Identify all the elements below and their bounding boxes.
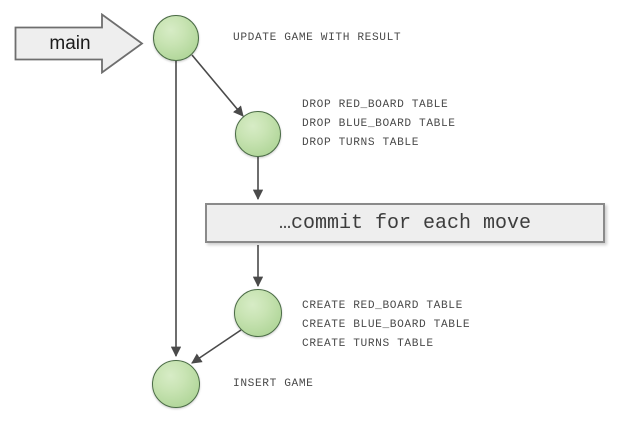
label-drop-line-3: DROP TURNS TABLE — [302, 137, 420, 149]
label-update-game: UPDATE GAME WITH RESULT — [233, 32, 402, 44]
label-create-line-1: CREATE RED_BOARD TABLE — [302, 300, 463, 312]
label-create-line-2: CREATE BLUE_BOARD TABLE — [302, 319, 471, 331]
label-insert-game: INSERT GAME — [233, 378, 314, 390]
edge-create-to-insert — [191, 329, 242, 364]
entry-arrow-shape — [14, 13, 144, 74]
label-drop-line-2: DROP BLUE_BOARD TABLE — [302, 118, 456, 130]
node-drop-tables[interactable] — [235, 111, 281, 157]
edge-update-to-drop — [191, 54, 244, 117]
node-update-game[interactable] — [153, 15, 199, 61]
node-insert-game[interactable] — [152, 360, 200, 408]
collapsed-commit-box-label: …commit for each move — [278, 211, 532, 235]
collapsed-commit-box[interactable]: …commit for each move — [205, 203, 605, 243]
label-drop-line-1: DROP RED_BOARD TABLE — [302, 99, 449, 111]
node-create-tables[interactable] — [234, 289, 282, 337]
label-create-line-3: CREATE TURNS TABLE — [302, 338, 434, 350]
